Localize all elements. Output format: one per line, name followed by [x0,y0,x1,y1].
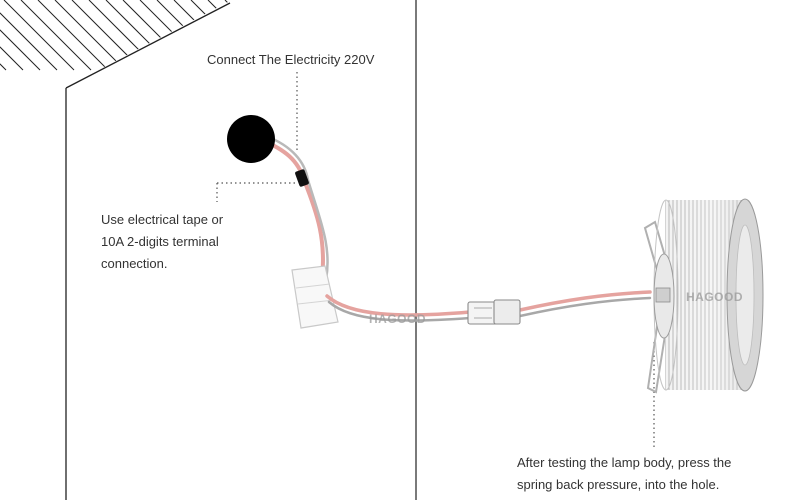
spring-clips [643,220,673,394]
testing-instruction-note: After testing the lamp body, press the s… [517,452,731,496]
lamp-cable [325,290,652,322]
power-plug [227,115,275,163]
tape-note-line-1: Use electrical tape or [101,212,224,227]
watermark-lamp: HAGOOD [686,290,743,304]
testing-note-line-2: spring back pressure, into the hole. [517,477,720,492]
lamp-heatsink [653,198,764,392]
power-cable [260,134,329,282]
lamp-front-face [653,253,675,339]
terminal-block [291,265,339,329]
quick-connector [467,299,521,325]
testing-note-line-1: After testing the lamp body, press the [517,455,732,470]
tape-connection-note: Use electrical tape or 10A 2-digits term… [101,209,223,275]
watermark-wire: HAGOOD [369,312,426,326]
power-connection-label: Connect The Electricity 220V [207,52,375,67]
tape-note-line-3: connection. [101,256,168,271]
wire-connector-sleeve [295,169,309,187]
leader-lines [216,72,655,448]
tape-note-line-2: 10A 2-digits terminal [101,234,219,249]
wall-outline [65,2,231,500]
